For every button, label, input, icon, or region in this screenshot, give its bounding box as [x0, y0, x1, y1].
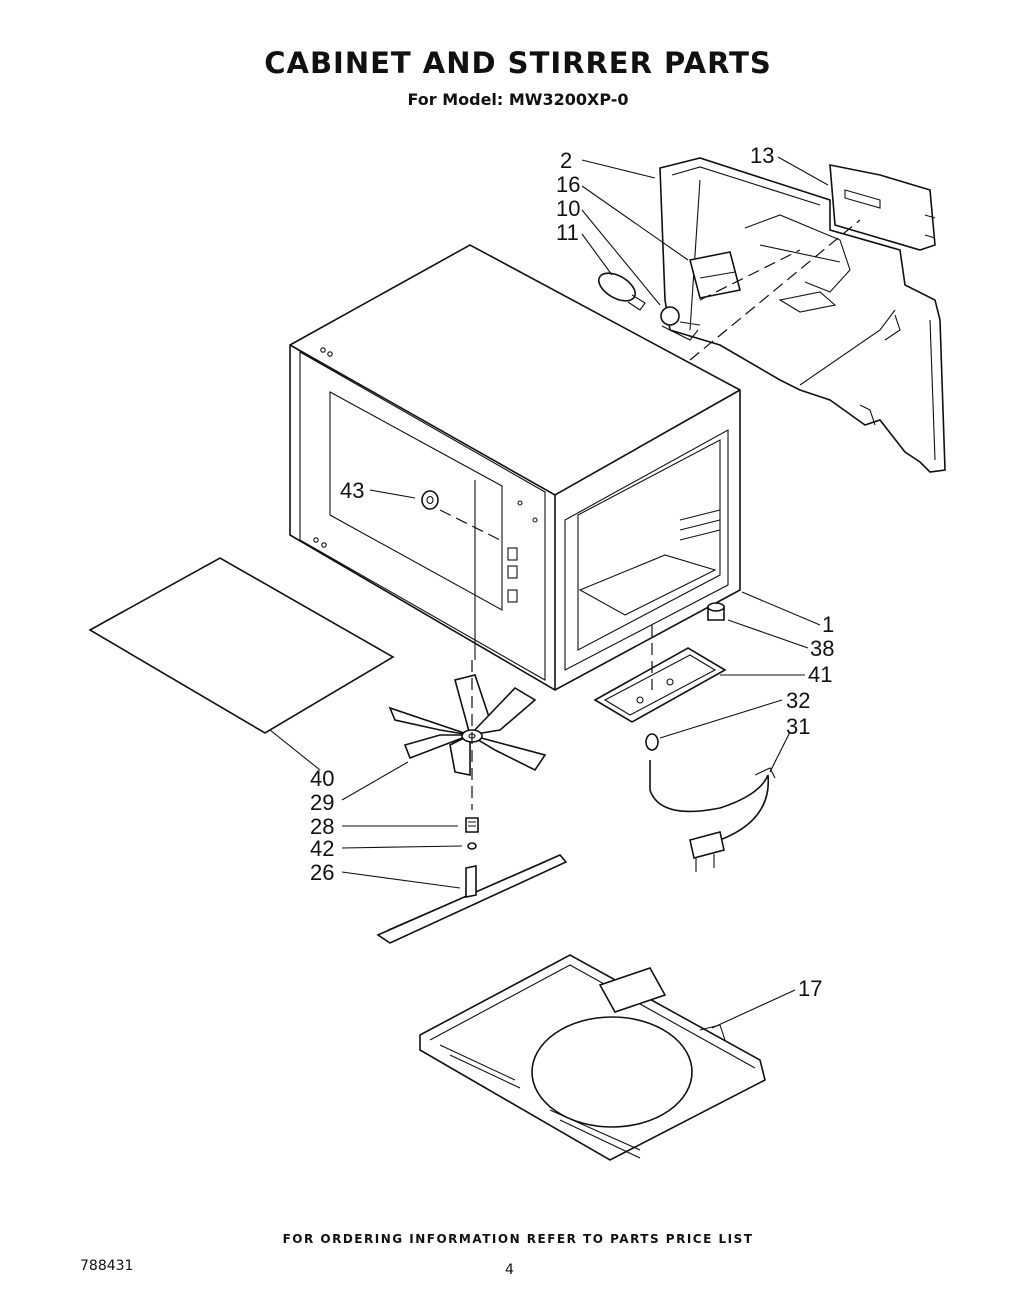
callout-42: 42	[310, 836, 334, 861]
callout-2: 2	[560, 148, 572, 173]
callout-41: 41	[808, 662, 832, 687]
callout-16: 16	[556, 172, 580, 197]
washer-part	[467, 842, 477, 850]
foot-part	[707, 602, 725, 621]
stirrer-blade-part	[388, 674, 547, 776]
leader-lines	[269, 156, 829, 1029]
callout-11: 11	[556, 220, 579, 245]
callout-28: 28	[310, 814, 334, 839]
back-panel	[659, 157, 946, 473]
base-plate-part	[419, 954, 766, 1161]
lamp-part	[598, 272, 646, 311]
stirrer-bearing-part	[421, 490, 439, 510]
thermal-cutout-part	[660, 306, 701, 341]
insulation-sheet-part	[88, 557, 395, 734]
callout-38: 38	[810, 636, 834, 661]
callout-10: 10	[556, 196, 580, 221]
callout-40: 40	[310, 766, 334, 791]
strain-relief-part	[645, 733, 659, 751]
clip-part	[689, 251, 741, 299]
callout-13: 13	[750, 143, 774, 168]
cover-plate	[829, 164, 936, 251]
power-cord-part	[649, 760, 776, 872]
callout-32: 32	[786, 688, 810, 713]
callout-26: 26	[310, 860, 334, 885]
model-subtitle: For Model: MW3200XP-0	[407, 90, 629, 109]
cabinet-wrapper	[289, 244, 741, 691]
screw-part	[465, 817, 479, 833]
callout-1: 1	[822, 612, 834, 637]
stirrer-shaft-bracket-part	[376, 854, 568, 944]
callout-31: 31	[786, 714, 810, 739]
callout-43: 43	[340, 478, 364, 503]
document-number: 788431	[80, 1258, 134, 1274]
alignment-line	[689, 219, 861, 361]
alignment-line	[699, 249, 801, 301]
callout-17: 17	[798, 976, 822, 1001]
callout-29: 29	[310, 790, 334, 815]
ordering-note: FOR ORDERING INFORMATION REFER TO PARTS …	[282, 1232, 754, 1246]
cord-bracket-part	[593, 647, 727, 723]
page-title: CABINET AND STIRRER PARTS	[264, 46, 772, 80]
page-number: 4	[505, 1262, 514, 1278]
alignment-line	[439, 509, 501, 541]
